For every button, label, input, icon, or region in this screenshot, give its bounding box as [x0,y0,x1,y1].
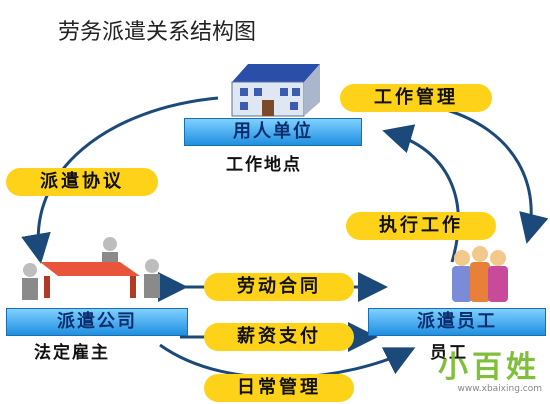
meeting-table-icon [22,237,160,300]
watermark-url: www.xbaixing.com [457,384,543,394]
node-employer-sub: 工作地点 [226,155,302,175]
label-salary: 薪资支付 [204,323,354,351]
node-employee-sub: 员工 [430,343,468,363]
watermark: 小百姓 www.xbaixing.com [438,350,543,395]
label-management: 工作管理 [340,84,492,112]
label-daily-management: 日常管理 [204,374,354,402]
arc-management [439,106,549,244]
node-agency-sub: 法定雇主 [34,343,110,363]
label-execute-work: 执行工作 [346,212,496,240]
node-employee: 派遣员工 [368,308,546,336]
watermark-logo: 小百姓 [438,350,540,385]
arc-employer-to-agency [21,96,219,264]
node-employer: 用人单位 [184,118,362,146]
label-dispatch-agreement: 派遣协议 [6,168,158,196]
building-icon [231,64,320,117]
node-agency: 派遣公司 [6,308,188,336]
diagram-title: 劳务派遣关系结构图 [58,20,257,45]
arc-execute-work [382,124,460,263]
people-icon [452,246,508,302]
label-labor-contract: 劳动合同 [204,273,354,301]
